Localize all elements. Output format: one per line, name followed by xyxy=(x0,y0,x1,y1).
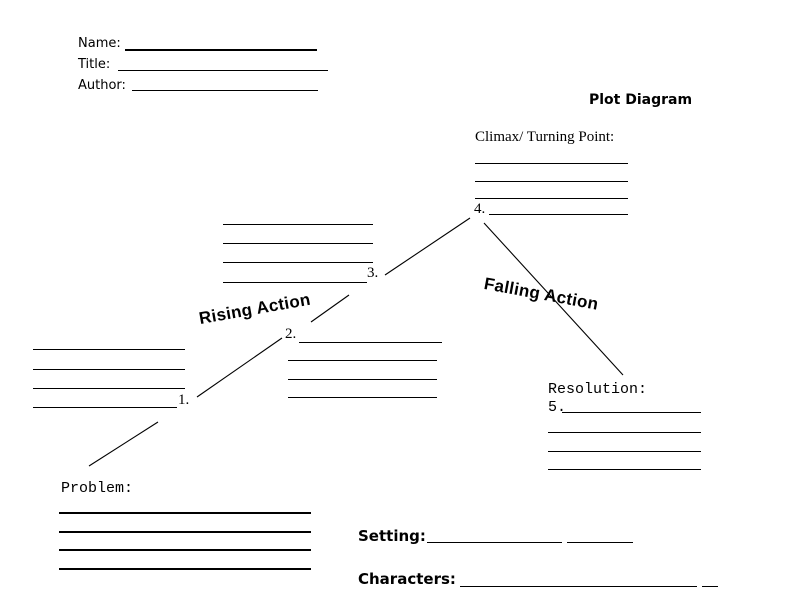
problem-blank-line[interactable] xyxy=(59,512,311,514)
characters-blank-line[interactable] xyxy=(460,586,697,587)
point-5-blank-line[interactable] xyxy=(562,412,701,413)
point-3-blank-line[interactable] xyxy=(223,224,373,225)
name-blank-line[interactable] xyxy=(125,49,317,51)
climax-blank-line[interactable] xyxy=(475,198,628,199)
point-2-blank-line[interactable] xyxy=(299,342,442,343)
setting-blank-line[interactable] xyxy=(427,542,562,543)
problem-blank-line[interactable] xyxy=(59,568,311,570)
resolution-blank-line[interactable] xyxy=(548,451,701,452)
rising-line-segment-2 xyxy=(196,337,283,398)
point-5-number: 5. xyxy=(548,399,567,416)
rising-line-segment-3 xyxy=(310,294,350,323)
point-1-blank-line[interactable] xyxy=(33,388,185,389)
point-2-blank-line[interactable] xyxy=(288,397,437,398)
resolution-blank-line[interactable] xyxy=(548,432,701,433)
point-1-number: 1. xyxy=(178,392,190,408)
title-blank-line[interactable] xyxy=(118,70,328,71)
setting-blank-line-2[interactable] xyxy=(567,542,633,543)
climax-blank-line[interactable] xyxy=(475,181,628,182)
point-3-number: 3. xyxy=(367,265,379,281)
problem-blank-line[interactable] xyxy=(59,531,311,533)
point-2-number: 2. xyxy=(285,326,297,342)
resolution-blank-line[interactable] xyxy=(548,469,701,470)
title-label: Title: xyxy=(78,57,111,72)
climax-label: Climax/ Turning Point: xyxy=(475,129,615,145)
point-1-blank-line[interactable] xyxy=(33,369,185,370)
name-label: Name: xyxy=(78,36,121,51)
characters-blank-line-2[interactable] xyxy=(702,586,718,587)
author-blank-line[interactable] xyxy=(132,90,318,91)
rising-line-segment-4 xyxy=(384,217,471,276)
point-2-blank-line[interactable] xyxy=(288,379,437,380)
author-label: Author: xyxy=(78,78,126,93)
rising-action-label: Rising Action xyxy=(197,289,312,329)
point-2-blank-line[interactable] xyxy=(288,360,437,361)
problem-blank-line[interactable] xyxy=(59,549,311,551)
rising-line-segment-1 xyxy=(88,421,159,467)
point-4-number: 4. xyxy=(474,201,486,217)
point-3-blank-line[interactable] xyxy=(223,262,373,263)
point-1-blank-line[interactable] xyxy=(33,407,177,408)
point-1-blank-line[interactable] xyxy=(33,349,185,350)
falling-action-label: Falling Action xyxy=(482,274,601,314)
characters-label: Characters: xyxy=(358,570,456,588)
resolution-label: Resolution: xyxy=(548,381,648,398)
page-title: Plot Diagram xyxy=(589,92,693,108)
climax-blank-line[interactable] xyxy=(475,163,628,164)
point-4-blank-line[interactable] xyxy=(489,214,628,215)
problem-label: Problem: xyxy=(61,480,134,497)
point-3-blank-line[interactable] xyxy=(223,243,373,244)
point-3-blank-line[interactable] xyxy=(223,282,367,283)
setting-label: Setting: xyxy=(358,527,426,545)
